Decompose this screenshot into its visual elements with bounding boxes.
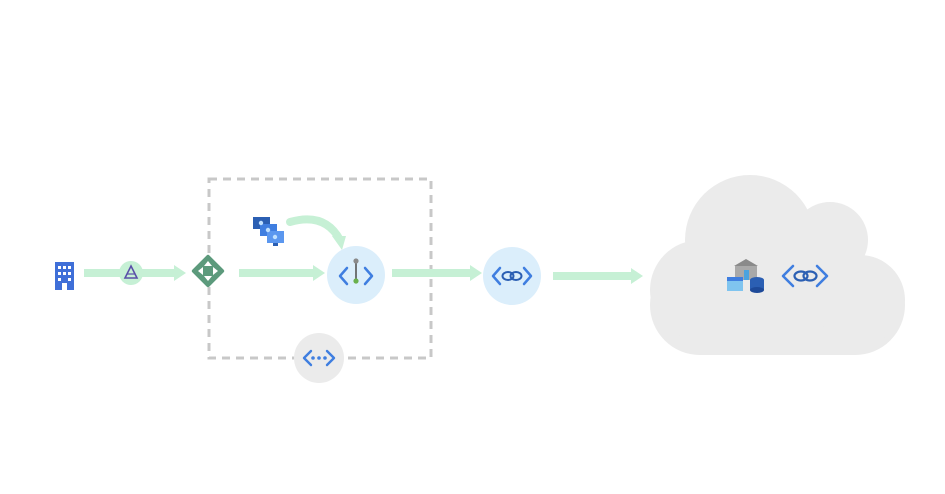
arrow-private-link-to-cloud — [553, 268, 643, 284]
building-icon — [55, 262, 74, 290]
code-pin-icon — [327, 246, 385, 304]
arrow-vm-to-endpoint — [286, 215, 346, 250]
subnet-boundary — [207, 177, 433, 360]
link-brackets-icon — [483, 247, 541, 305]
cloud-shape — [650, 175, 905, 355]
gateway-icon — [119, 261, 143, 285]
arrow-router-to-endpoint — [239, 265, 325, 281]
cloud-link-brackets-icon — [781, 264, 829, 288]
storage-building-icon — [727, 259, 764, 293]
router-icon — [191, 254, 225, 288]
code-dots-icon — [294, 333, 344, 383]
vm-stack-icon — [253, 217, 284, 246]
arrow-endpoint-to-private-link — [392, 265, 482, 281]
